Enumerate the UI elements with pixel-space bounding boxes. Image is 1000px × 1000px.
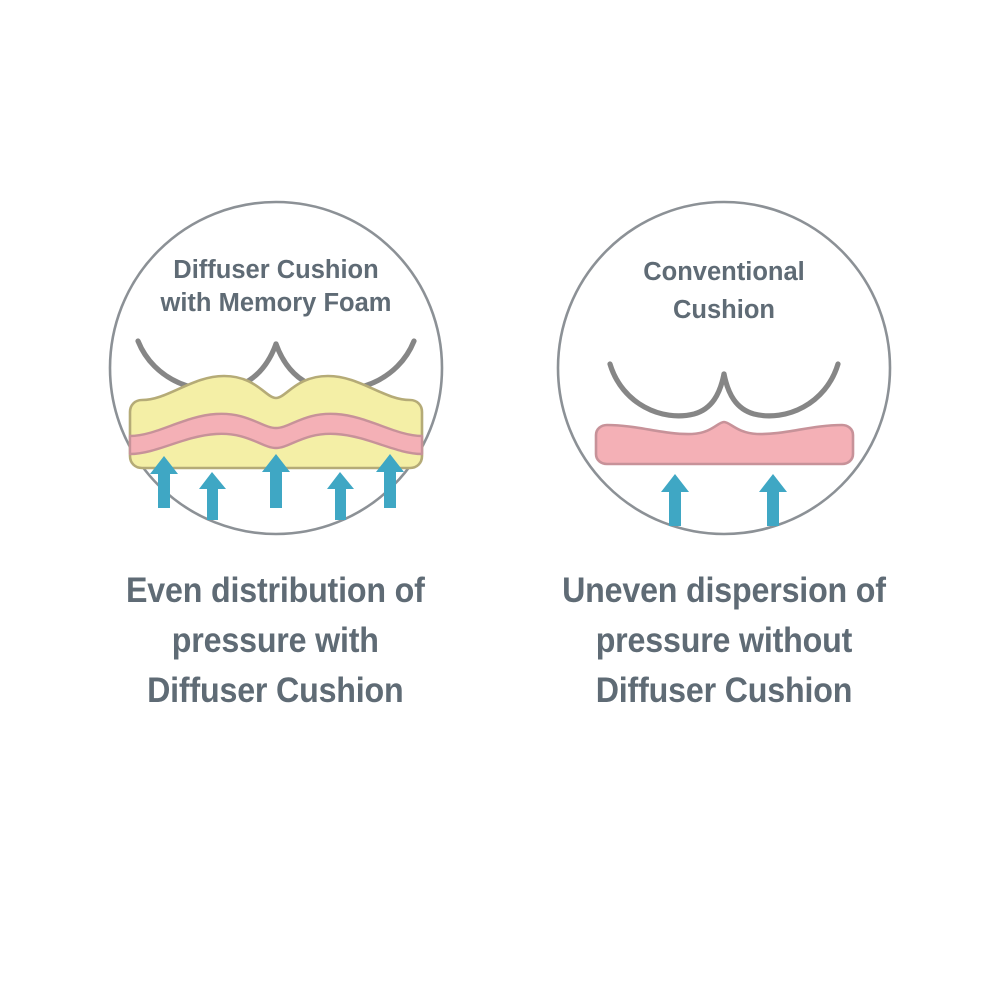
pressure-arrow-short-2 bbox=[759, 474, 787, 526]
circle-title-line-2: Cushion bbox=[673, 296, 775, 324]
foam-layer-yellow bbox=[128, 374, 424, 470]
caption-diffuser-cushion: Even distribution of pressure with Diffu… bbox=[125, 571, 425, 711]
pressure-arrow-tall-5 bbox=[376, 454, 404, 508]
circle-outline-right bbox=[556, 200, 892, 536]
gel-slab-pink bbox=[594, 420, 855, 466]
conventional-cushion-illustration: Conventional Cushion bbox=[554, 198, 894, 538]
pressure-arrow-tall-3 bbox=[262, 454, 290, 508]
gel-layer-pink bbox=[128, 412, 424, 456]
cushion-stack-right bbox=[594, 420, 855, 466]
pressure-arrow-tall-1 bbox=[150, 456, 178, 508]
pressure-arrow-short-1 bbox=[661, 474, 689, 526]
caption-conventional-cushion: Uneven dispersion of pressure without Di… bbox=[562, 571, 886, 711]
panel-conventional-cushion: Conventional Cushion bbox=[514, 0, 934, 716]
panel-diffuser-cushion: Diffuser Cushion with Memory Foam bbox=[66, 0, 486, 716]
comparison-panels: Diffuser Cushion with Memory Foam bbox=[66, 0, 934, 716]
diffuser-cushion-illustration: Diffuser Cushion with Memory Foam bbox=[106, 198, 446, 538]
circle-title-line-1: Diffuser Cushion bbox=[173, 256, 378, 284]
circle-title-line-1: Conventional bbox=[643, 258, 805, 286]
circle-title-line-2: with Memory Foam bbox=[160, 289, 392, 317]
cushion-stack-left bbox=[128, 374, 424, 470]
pressure-arrow-short-4 bbox=[327, 472, 354, 520]
pressure-arrows-right bbox=[661, 474, 787, 526]
body-contour-curve-right bbox=[607, 361, 841, 419]
pressure-arrow-short-2 bbox=[199, 472, 226, 520]
pressure-arrows-left bbox=[150, 454, 404, 520]
